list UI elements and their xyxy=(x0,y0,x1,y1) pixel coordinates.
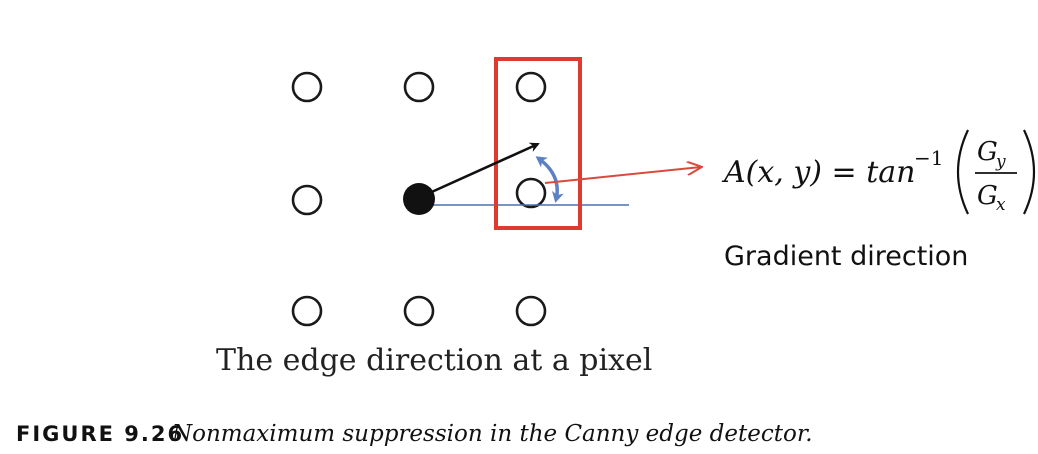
formula-lhs: A(x, y) = tan xyxy=(721,155,915,190)
pixel-top-right-icon xyxy=(515,71,547,103)
formula-numerator-sub: y xyxy=(995,152,1006,172)
edge-direction-caption: The edge direction at a pixel xyxy=(216,343,652,378)
pixel-bottom-center-icon xyxy=(403,295,435,327)
highlight-box xyxy=(494,57,582,230)
pixel-top-center-icon xyxy=(403,71,435,103)
pixel-middle-right-icon xyxy=(515,177,547,209)
pixel-middle-left-icon xyxy=(291,184,323,216)
formula-denominator-sub: x xyxy=(996,195,1006,215)
center-pixel-icon xyxy=(403,183,435,215)
figure-caption: Nonmaximum suppression in the Canny edge… xyxy=(171,421,813,447)
formula-denominator: G xyxy=(977,181,998,211)
gradient-vector-arrow xyxy=(424,142,540,197)
figure-number: FIGURE 9.26 xyxy=(16,422,184,446)
formula-left-paren-icon xyxy=(956,129,969,215)
angle-arc-icon xyxy=(535,156,564,203)
formula-exponent: −1 xyxy=(914,146,943,170)
formula-numerator: G xyxy=(977,137,998,167)
pixel-bottom-left-icon xyxy=(291,295,323,327)
gradient-angle-formula: A(x, y) = tan −1 G y G x xyxy=(721,129,1036,215)
formula-right-paren-icon xyxy=(1023,129,1036,215)
pixel-top-left-icon xyxy=(291,71,323,103)
gradient-direction-label: Gradient direction xyxy=(724,241,968,272)
pixel-bottom-right-icon xyxy=(515,295,547,327)
formula-pointer-arrow xyxy=(544,167,701,184)
